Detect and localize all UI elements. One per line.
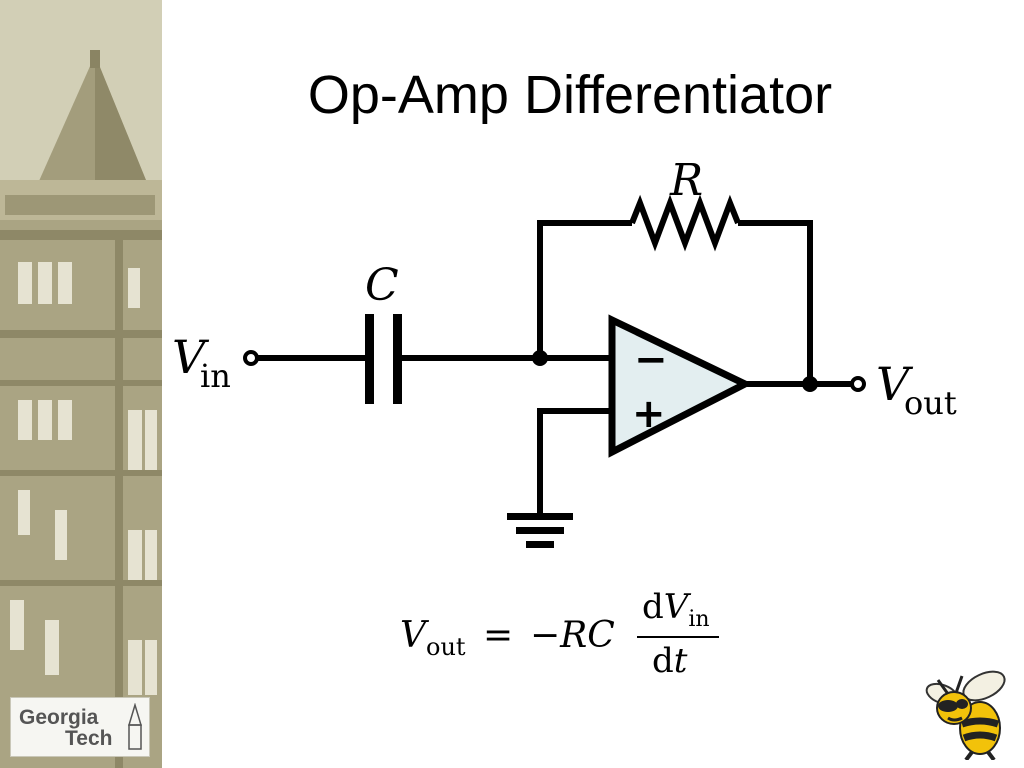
capacitor-label: C <box>365 260 399 311</box>
resistor <box>629 194 741 252</box>
feedback-wire-left <box>537 220 632 358</box>
capacitor-plate-left <box>365 314 374 404</box>
opamp-minus-sign: − <box>634 337 668 383</box>
sidebar-campus-image: Georgia Tech <box>0 0 162 768</box>
formula-numerator: dVin <box>642 587 710 632</box>
formula-lhs-subscript: out <box>426 633 466 662</box>
ground-wire <box>537 408 612 515</box>
tower-illustration <box>0 0 162 768</box>
output-label-subscript: out <box>904 384 957 422</box>
differentiator-formula: Vout = −RC dVin dt <box>390 585 750 695</box>
formula-equals: = <box>483 615 514 656</box>
input-label-subscript: in <box>200 357 231 395</box>
formula-denominator: dt <box>652 641 688 681</box>
ground-symbol <box>507 513 573 548</box>
capacitor-plate-right <box>393 314 402 404</box>
yellow-jacket-mascot-icon <box>925 670 1006 760</box>
feedback-wire-right <box>738 220 813 384</box>
tower-logo-icon <box>127 703 143 750</box>
input-terminal <box>243 350 259 366</box>
opamp-triangle <box>608 314 753 458</box>
junction-dot-input <box>532 350 548 366</box>
logo-line-2: Tech <box>65 727 113 750</box>
junction-dot-output <box>802 376 818 392</box>
input-label: V <box>172 330 210 384</box>
output-terminal <box>850 376 866 392</box>
resistor-label: R <box>669 155 703 206</box>
formula-rhs-factor: −RC <box>530 615 615 656</box>
logo-line-1: Georgia <box>19 706 99 729</box>
georgia-tech-logo: Georgia Tech <box>10 697 150 757</box>
slide-title: Op-Amp Differentiator <box>307 65 833 125</box>
differentiator-circuit: − + R C V in V out <box>172 155 957 548</box>
output-label: V <box>876 357 914 411</box>
formula-fraction-bar <box>637 636 719 638</box>
formula-lhs: Vout <box>400 615 466 662</box>
opamp-plus-sign: + <box>632 391 666 437</box>
